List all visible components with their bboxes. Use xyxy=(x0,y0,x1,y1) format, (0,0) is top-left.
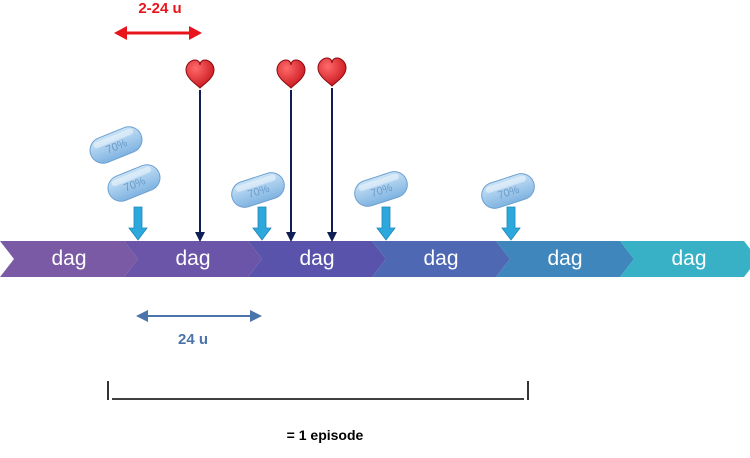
pill-icon: 70% xyxy=(481,173,535,209)
day-chevron xyxy=(124,241,262,277)
day-chevron xyxy=(620,241,750,277)
down-arrow-icon xyxy=(501,206,521,241)
heart-icon xyxy=(317,57,347,87)
day-span-arrow xyxy=(136,310,262,322)
pill-icon: 70% xyxy=(107,164,161,202)
day-label: dag xyxy=(547,247,583,270)
pills: 70%70%70%70%70% xyxy=(89,126,535,209)
episode-label: = 1 episode xyxy=(286,427,364,443)
onset-window-arrow xyxy=(114,26,202,40)
day-label: dag xyxy=(299,247,335,270)
day-chevrons xyxy=(0,241,750,277)
down-arrow-icon xyxy=(128,206,148,241)
day-chevron xyxy=(0,241,138,277)
day-chevron xyxy=(372,241,510,277)
heart-icon xyxy=(185,59,215,89)
day-label: dag xyxy=(423,247,459,270)
day-chevron xyxy=(248,241,386,277)
day-label: dag xyxy=(175,247,211,270)
day-label: dag xyxy=(671,247,707,270)
heart-event-3 xyxy=(317,57,347,242)
pill-icon: 70% xyxy=(354,171,408,207)
down-arrow-icon xyxy=(252,206,272,241)
day-span-label: 24 u xyxy=(177,331,208,348)
heart-icon xyxy=(276,59,306,89)
episode-bracket xyxy=(107,381,529,400)
day-chevron xyxy=(496,241,634,277)
drop-arrows xyxy=(128,206,521,241)
pill-icon: 70% xyxy=(231,172,285,208)
day-label: dag xyxy=(51,247,87,270)
down-arrow-icon xyxy=(376,206,396,241)
pill-icon: 70% xyxy=(89,126,143,164)
onset-window-label: 2-24 u xyxy=(138,0,182,17)
heart-event-2 xyxy=(276,59,306,242)
heart-event-1 xyxy=(185,59,215,242)
